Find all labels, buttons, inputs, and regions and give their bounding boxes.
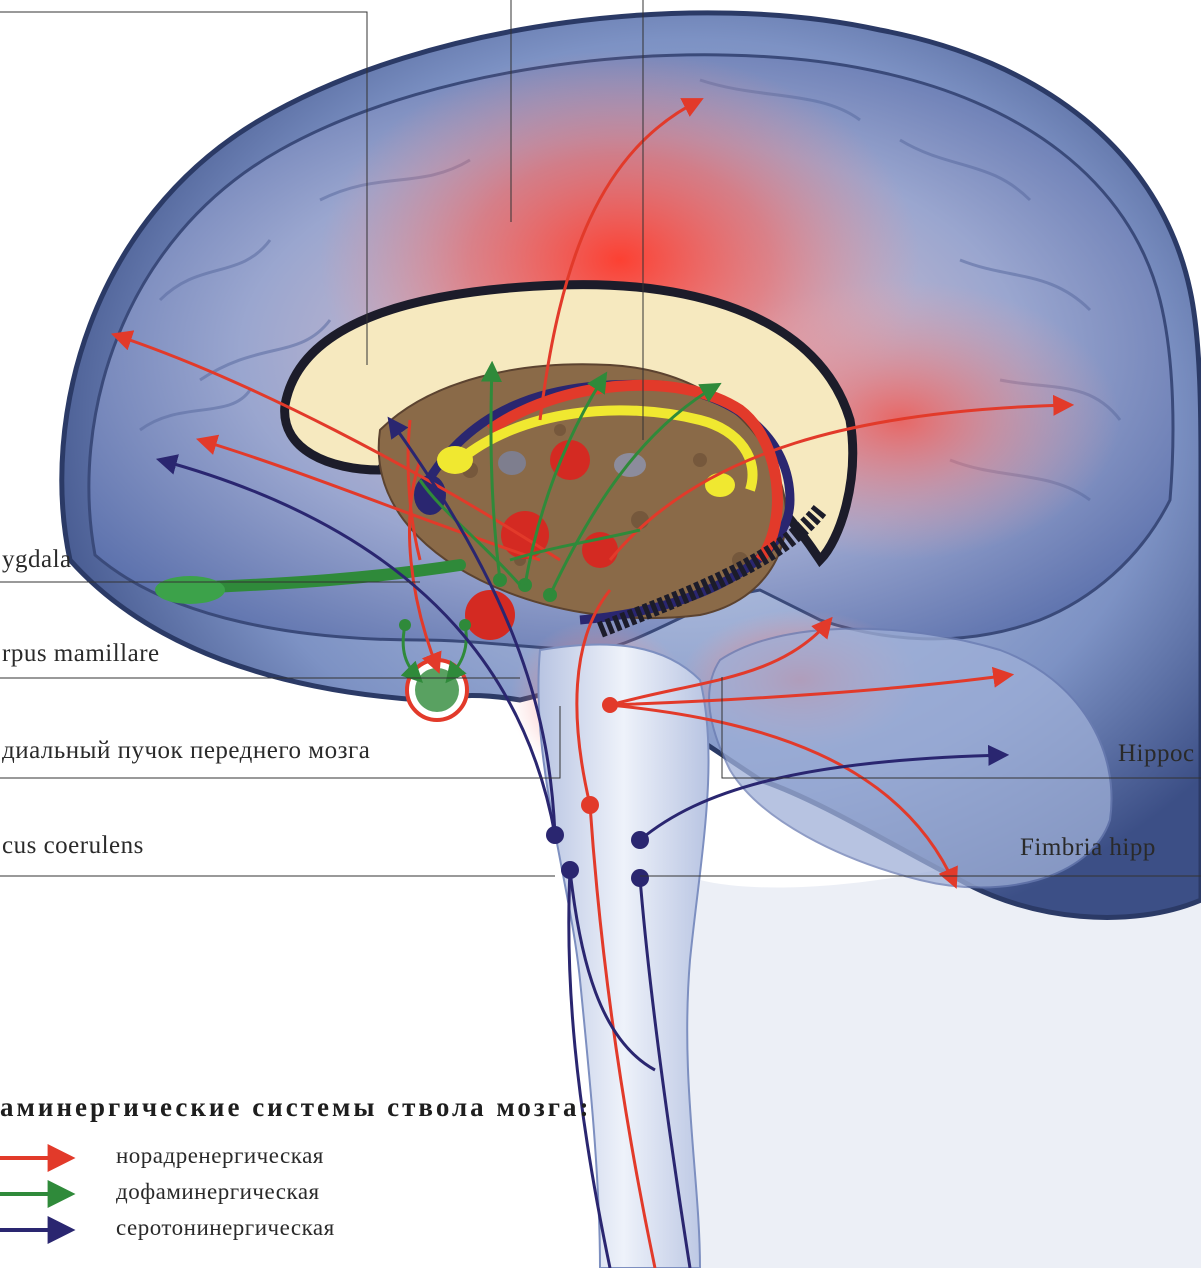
grey-nucleus-1 (498, 451, 526, 475)
label-forebrain-bundle: диальный пучок переднего мозга (2, 737, 370, 765)
yellow-node (437, 446, 473, 474)
legend-item-noradrenergic: норадренергическая (116, 1143, 324, 1169)
label-corpus-mamillare: rpus mamillare (2, 640, 160, 668)
legend-item-dopaminergic: дофаминергическая (116, 1179, 320, 1205)
olfactory-bulb (155, 576, 225, 604)
label-hippocampus: Hippoc (1118, 740, 1195, 768)
legend-item-serotonergic: серотонинергическая (116, 1215, 335, 1241)
red-nucleus-4 (465, 590, 515, 640)
yellow-node-2 (705, 473, 735, 497)
grey-nucleus-2 (614, 453, 646, 477)
label-locus-coeruleus: cus coerulens (2, 832, 144, 860)
legend-title: аминергические системы ствола мозга: (0, 1092, 592, 1123)
label-fimbria: Fimbria hipp (1020, 834, 1156, 862)
green-small-2 (459, 619, 471, 631)
label-amygdala: ygdala (2, 546, 72, 574)
locus-coeruleus-node (581, 796, 599, 814)
red-node-stem (602, 697, 618, 713)
green-small-1 (399, 619, 411, 631)
